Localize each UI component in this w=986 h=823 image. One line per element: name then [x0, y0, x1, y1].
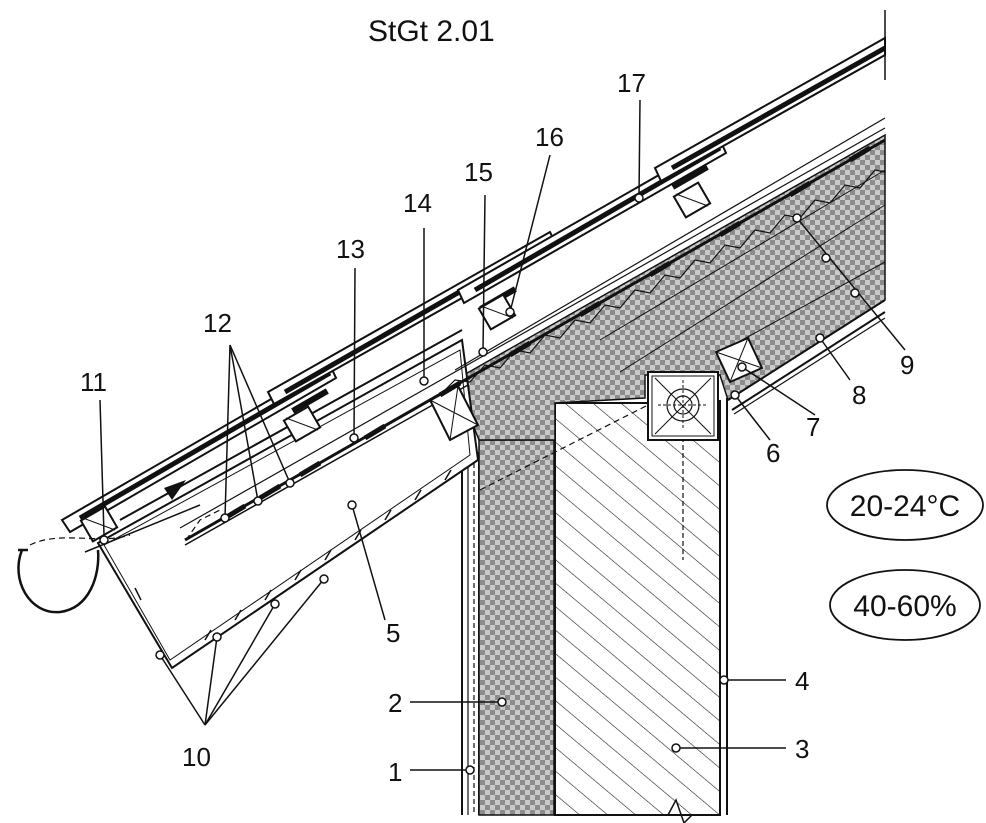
masonry-wall — [554, 402, 721, 816]
humidity-value: 40-60% — [853, 590, 956, 623]
callout-17: 17 — [617, 68, 646, 98]
callout-10: 10 — [182, 742, 211, 772]
callout-11: 11 — [80, 367, 107, 397]
temperature-value: 20-24°C — [850, 490, 960, 523]
wall-insulation — [478, 439, 555, 816]
battens — [79, 181, 712, 543]
drawing-title: StGt 2.01 — [368, 15, 495, 48]
callout-9: 9 — [900, 350, 914, 380]
humidity-badge: 40-60% — [829, 569, 981, 641]
callout-7: 7 — [806, 412, 820, 442]
temperature-badge: 20-24°C — [826, 469, 984, 541]
callout-4: 4 — [795, 666, 809, 696]
callout-leaders — [99, 99, 906, 775]
airflow-arrow-icon — [164, 480, 186, 500]
callout-3: 3 — [795, 734, 809, 764]
callout-14: 14 — [403, 188, 432, 218]
callout-6: 6 — [766, 438, 780, 468]
callout-15: 15 — [464, 157, 493, 187]
callout-16: 16 — [535, 122, 564, 152]
callout-1: 1 — [388, 757, 402, 787]
callout-5: 5 — [386, 618, 400, 648]
wall-section — [461, 398, 728, 823]
callout-12: 12 — [203, 308, 232, 338]
purlin-block — [714, 336, 764, 384]
callout-13: 13 — [336, 234, 365, 264]
callout-2: 2 — [388, 688, 402, 718]
callout-8: 8 — [852, 380, 866, 410]
inner-lining-layers — [599, 169, 886, 415]
roof-insulation — [454, 133, 886, 441]
wall-plate — [647, 371, 719, 441]
